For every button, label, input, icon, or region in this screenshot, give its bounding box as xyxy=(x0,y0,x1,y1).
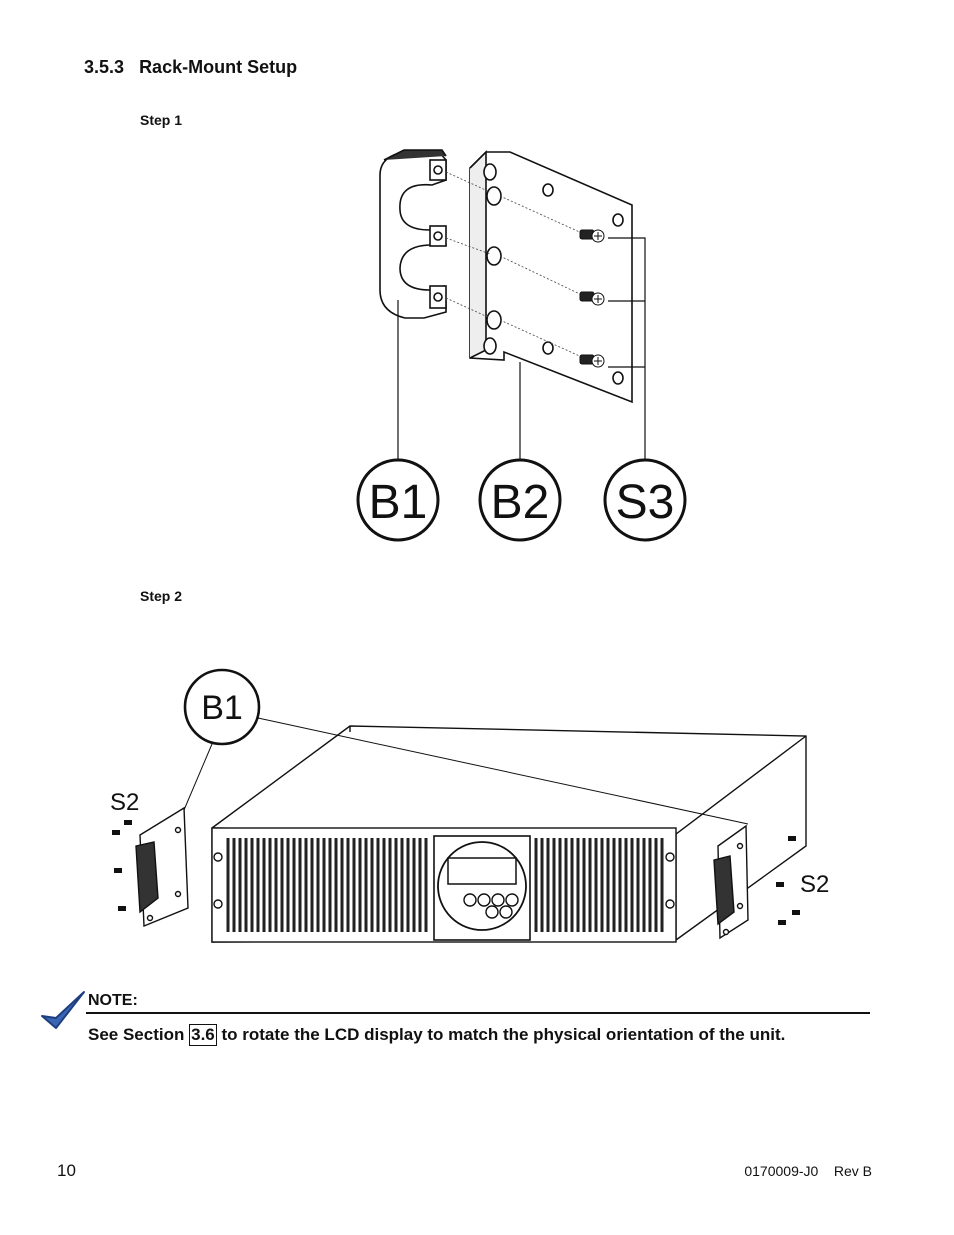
screw-label-right: S2 xyxy=(800,871,829,898)
handle-illustration xyxy=(379,149,447,319)
section-link[interactable]: 3.6 xyxy=(189,1024,217,1046)
callout-label-s3: S3 xyxy=(616,476,675,529)
callout-label-b2: B2 xyxy=(491,476,550,529)
screw-icon xyxy=(112,820,800,925)
screw-label-left: S2 xyxy=(110,789,139,816)
alignment-lines xyxy=(445,171,585,359)
callout-s3 xyxy=(603,458,687,542)
section-heading: 3.5.3 Rack-Mount Setup xyxy=(84,57,297,78)
screw-icon xyxy=(579,229,605,368)
callout-label-b1-step2: B1 xyxy=(201,689,243,727)
figure-2-ups-rack-mount: B1 S2 S2 xyxy=(110,668,829,943)
note-text-after: to rotate the LCD display to match the p… xyxy=(221,1025,786,1044)
callout-b2 xyxy=(478,458,562,542)
callout-label-b1: B1 xyxy=(369,476,428,529)
note-divider xyxy=(86,1012,870,1014)
checkmark-icon xyxy=(41,991,85,1029)
section-number: 3.5.3 xyxy=(84,57,125,77)
note-label: NOTE: xyxy=(88,992,138,1009)
right-bracket-illustration xyxy=(713,824,749,940)
ups-unit-illustration xyxy=(211,725,807,943)
callout-b1-step2 xyxy=(183,668,261,746)
document-id: 0170009-J0 Rev B xyxy=(744,1163,872,1179)
note-text: See Section 3.6 to rotate the LCD displa… xyxy=(88,1024,785,1046)
note-text-before: See Section xyxy=(88,1025,185,1044)
revision: Rev B xyxy=(833,1163,872,1179)
page-number: 10 xyxy=(57,1161,76,1180)
left-bracket-illustration xyxy=(135,806,189,928)
callout-b1 xyxy=(356,458,440,542)
doc-number: 0170009-J0 xyxy=(744,1163,819,1179)
figure-1-bracket-assembly: B1 B2 S3 xyxy=(356,149,687,542)
step-1-label: Step 1 xyxy=(140,112,183,128)
bracket-illustration xyxy=(469,150,633,404)
step-2-label: Step 2 xyxy=(140,588,183,604)
section-title: Rack-Mount Setup xyxy=(139,57,298,77)
